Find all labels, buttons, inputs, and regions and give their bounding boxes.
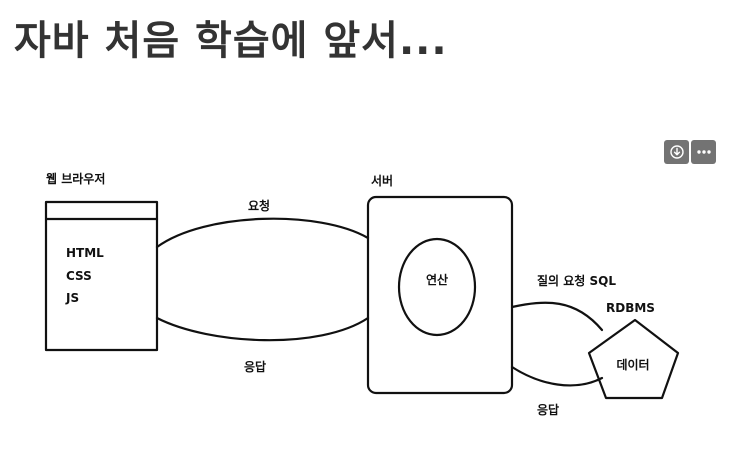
- db-query-label: 질의 요청 SQL: [537, 273, 616, 288]
- request-label: 요청: [248, 198, 270, 213]
- browser-box: [44, 200, 159, 352]
- browser-item-css: CSS: [66, 269, 92, 283]
- download-button[interactable]: [664, 140, 689, 164]
- download-circle-icon: [669, 145, 684, 159]
- page-title: 자바 처음 학습에 앞서...: [14, 18, 448, 64]
- db-response-curve: [510, 365, 604, 387]
- response-curve: [155, 316, 370, 342]
- database-label: 데이터: [616, 357, 649, 372]
- browser-label: 웹 브라우저: [46, 171, 105, 186]
- compute-label: 연산: [426, 272, 448, 287]
- compute-ellipse: [397, 237, 477, 337]
- server-box: [366, 195, 514, 395]
- ellipsis-icon: [696, 150, 711, 154]
- db-query-curve: [510, 301, 604, 332]
- server-label: 서버: [371, 173, 393, 188]
- image-toolbar: [664, 140, 716, 164]
- rdbms-label: RDBMS: [606, 301, 655, 315]
- browser-item-js: JS: [65, 291, 79, 305]
- request-curve: [155, 217, 370, 249]
- db-response-label: 응답: [537, 402, 559, 417]
- more-options-button[interactable]: [691, 140, 716, 164]
- database-pentagon: [587, 318, 680, 400]
- response-label: 응답: [244, 359, 266, 374]
- browser-item-html: HTML: [66, 246, 104, 260]
